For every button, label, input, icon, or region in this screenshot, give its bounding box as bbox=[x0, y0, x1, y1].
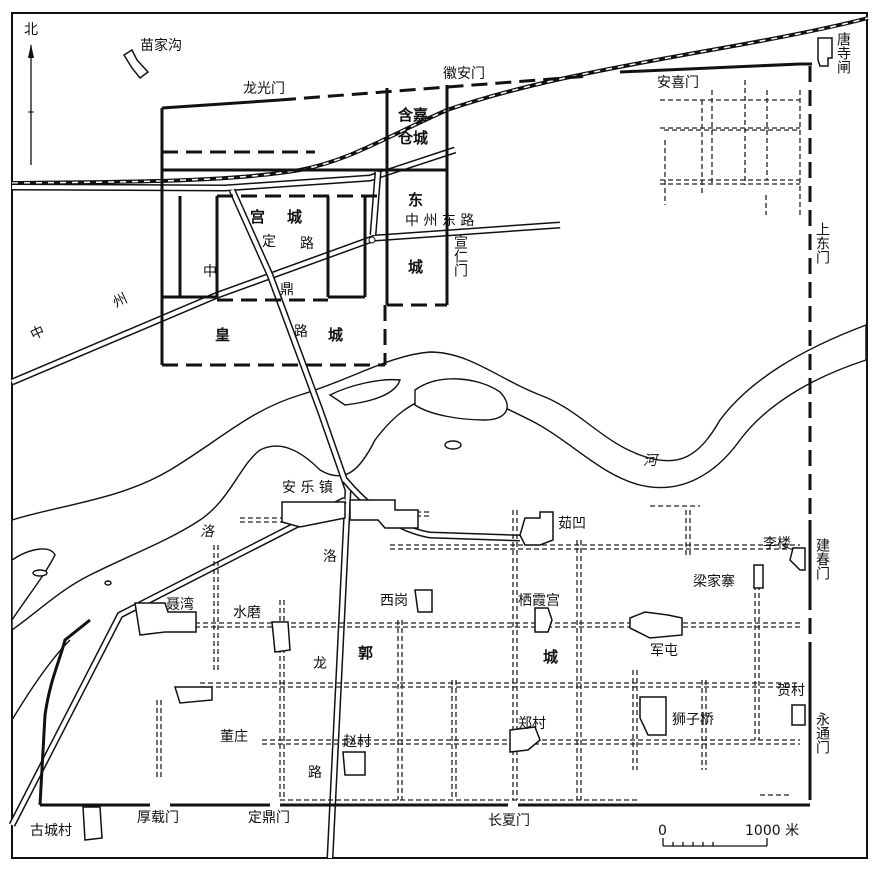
city-walls bbox=[38, 62, 812, 807]
road-luo: 洛 bbox=[323, 549, 337, 565]
road-lu: 路 bbox=[308, 765, 322, 781]
gate-shangdong: 上东门 bbox=[814, 222, 830, 265]
village-tangsizha: 唐寺闸 bbox=[835, 31, 851, 75]
north-label: 北 bbox=[24, 22, 38, 38]
village-zhengcun: 郑村 bbox=[518, 716, 546, 732]
road-long: 龙 bbox=[313, 656, 327, 672]
village-dongzhuang: 董庄 bbox=[220, 728, 248, 745]
north-arrow-icon bbox=[28, 44, 34, 165]
village-zhaocun: 赵村 bbox=[343, 734, 371, 750]
village-niewan: 聂湾 bbox=[166, 596, 194, 613]
gate-xuanren: 宣仁门 bbox=[452, 235, 468, 278]
village-liangjiazhai: 梁家寨 bbox=[693, 573, 735, 590]
district-huang-cheng: 城 bbox=[328, 326, 343, 344]
district-guo-cheng: 城 bbox=[543, 648, 558, 666]
gate-jianchun: 建春门 bbox=[814, 538, 830, 581]
village-juntun: 军屯 bbox=[650, 643, 678, 659]
luo-river bbox=[11, 323, 867, 721]
scale-max: 1000 米 bbox=[745, 823, 799, 839]
gate-dingding: 定鼎门 bbox=[248, 810, 290, 826]
district-hanjia-line2: 仓城 bbox=[397, 129, 428, 147]
district-dong-cheng: 城 bbox=[408, 258, 423, 276]
he-river-label: 河 bbox=[643, 453, 660, 469]
district-dong: 东 bbox=[408, 191, 423, 209]
district-gong-cheng: 城 bbox=[287, 208, 302, 226]
village-qixiagong: 栖霞宫 bbox=[518, 593, 560, 609]
gate-houzai: 厚载门 bbox=[137, 810, 179, 826]
gate-anxi: 安喜门 bbox=[657, 75, 699, 91]
road-zhongzhou-1: 中 bbox=[28, 323, 47, 343]
village-shiziqiao: 狮子桥 bbox=[672, 712, 714, 728]
district-gong: 宫 bbox=[250, 208, 265, 226]
luo-river-label: 洛 bbox=[200, 524, 215, 540]
village-miaojiagou: 苗家沟 bbox=[140, 37, 182, 54]
scale-zero: 0 bbox=[658, 823, 667, 839]
district-huang: 皇 bbox=[215, 326, 230, 344]
street-grid bbox=[156, 80, 801, 801]
village-lilou: 李楼 bbox=[763, 536, 791, 552]
villages bbox=[82, 37, 833, 841]
road-zhong: 中 bbox=[203, 264, 217, 280]
gate-longguang: 龙光门 bbox=[243, 81, 285, 97]
scale-bar bbox=[662, 838, 768, 847]
road-zhongzhou-2: 州 bbox=[111, 291, 130, 311]
district-hanjia-line1: 含嘉 bbox=[398, 106, 428, 124]
village-shuimo: 水磨 bbox=[233, 605, 261, 621]
gate-huian: 徽安门 bbox=[443, 66, 485, 82]
roads bbox=[8, 146, 561, 859]
village-ruao: 茹凹 bbox=[558, 515, 586, 532]
gate-changxia: 长夏门 bbox=[488, 813, 530, 829]
road-ding: 定 bbox=[262, 234, 276, 250]
village-guchengcun: 古城村 bbox=[30, 823, 72, 839]
road-ding2: 鼎 bbox=[280, 282, 294, 298]
gate-yongtong: 永通门 bbox=[814, 712, 830, 755]
road-zhongzhou-east: 中 州 东 路 bbox=[405, 213, 474, 229]
district-guo: 郭 bbox=[358, 644, 373, 662]
road-dingding-lu: 路 bbox=[294, 324, 308, 340]
road-ding-lu: 路 bbox=[300, 236, 314, 252]
village-hecun: 贺村 bbox=[777, 683, 805, 699]
village-xigang: 西岗 bbox=[380, 593, 408, 609]
village-anlezhen: 安 乐 镇 bbox=[282, 480, 333, 496]
